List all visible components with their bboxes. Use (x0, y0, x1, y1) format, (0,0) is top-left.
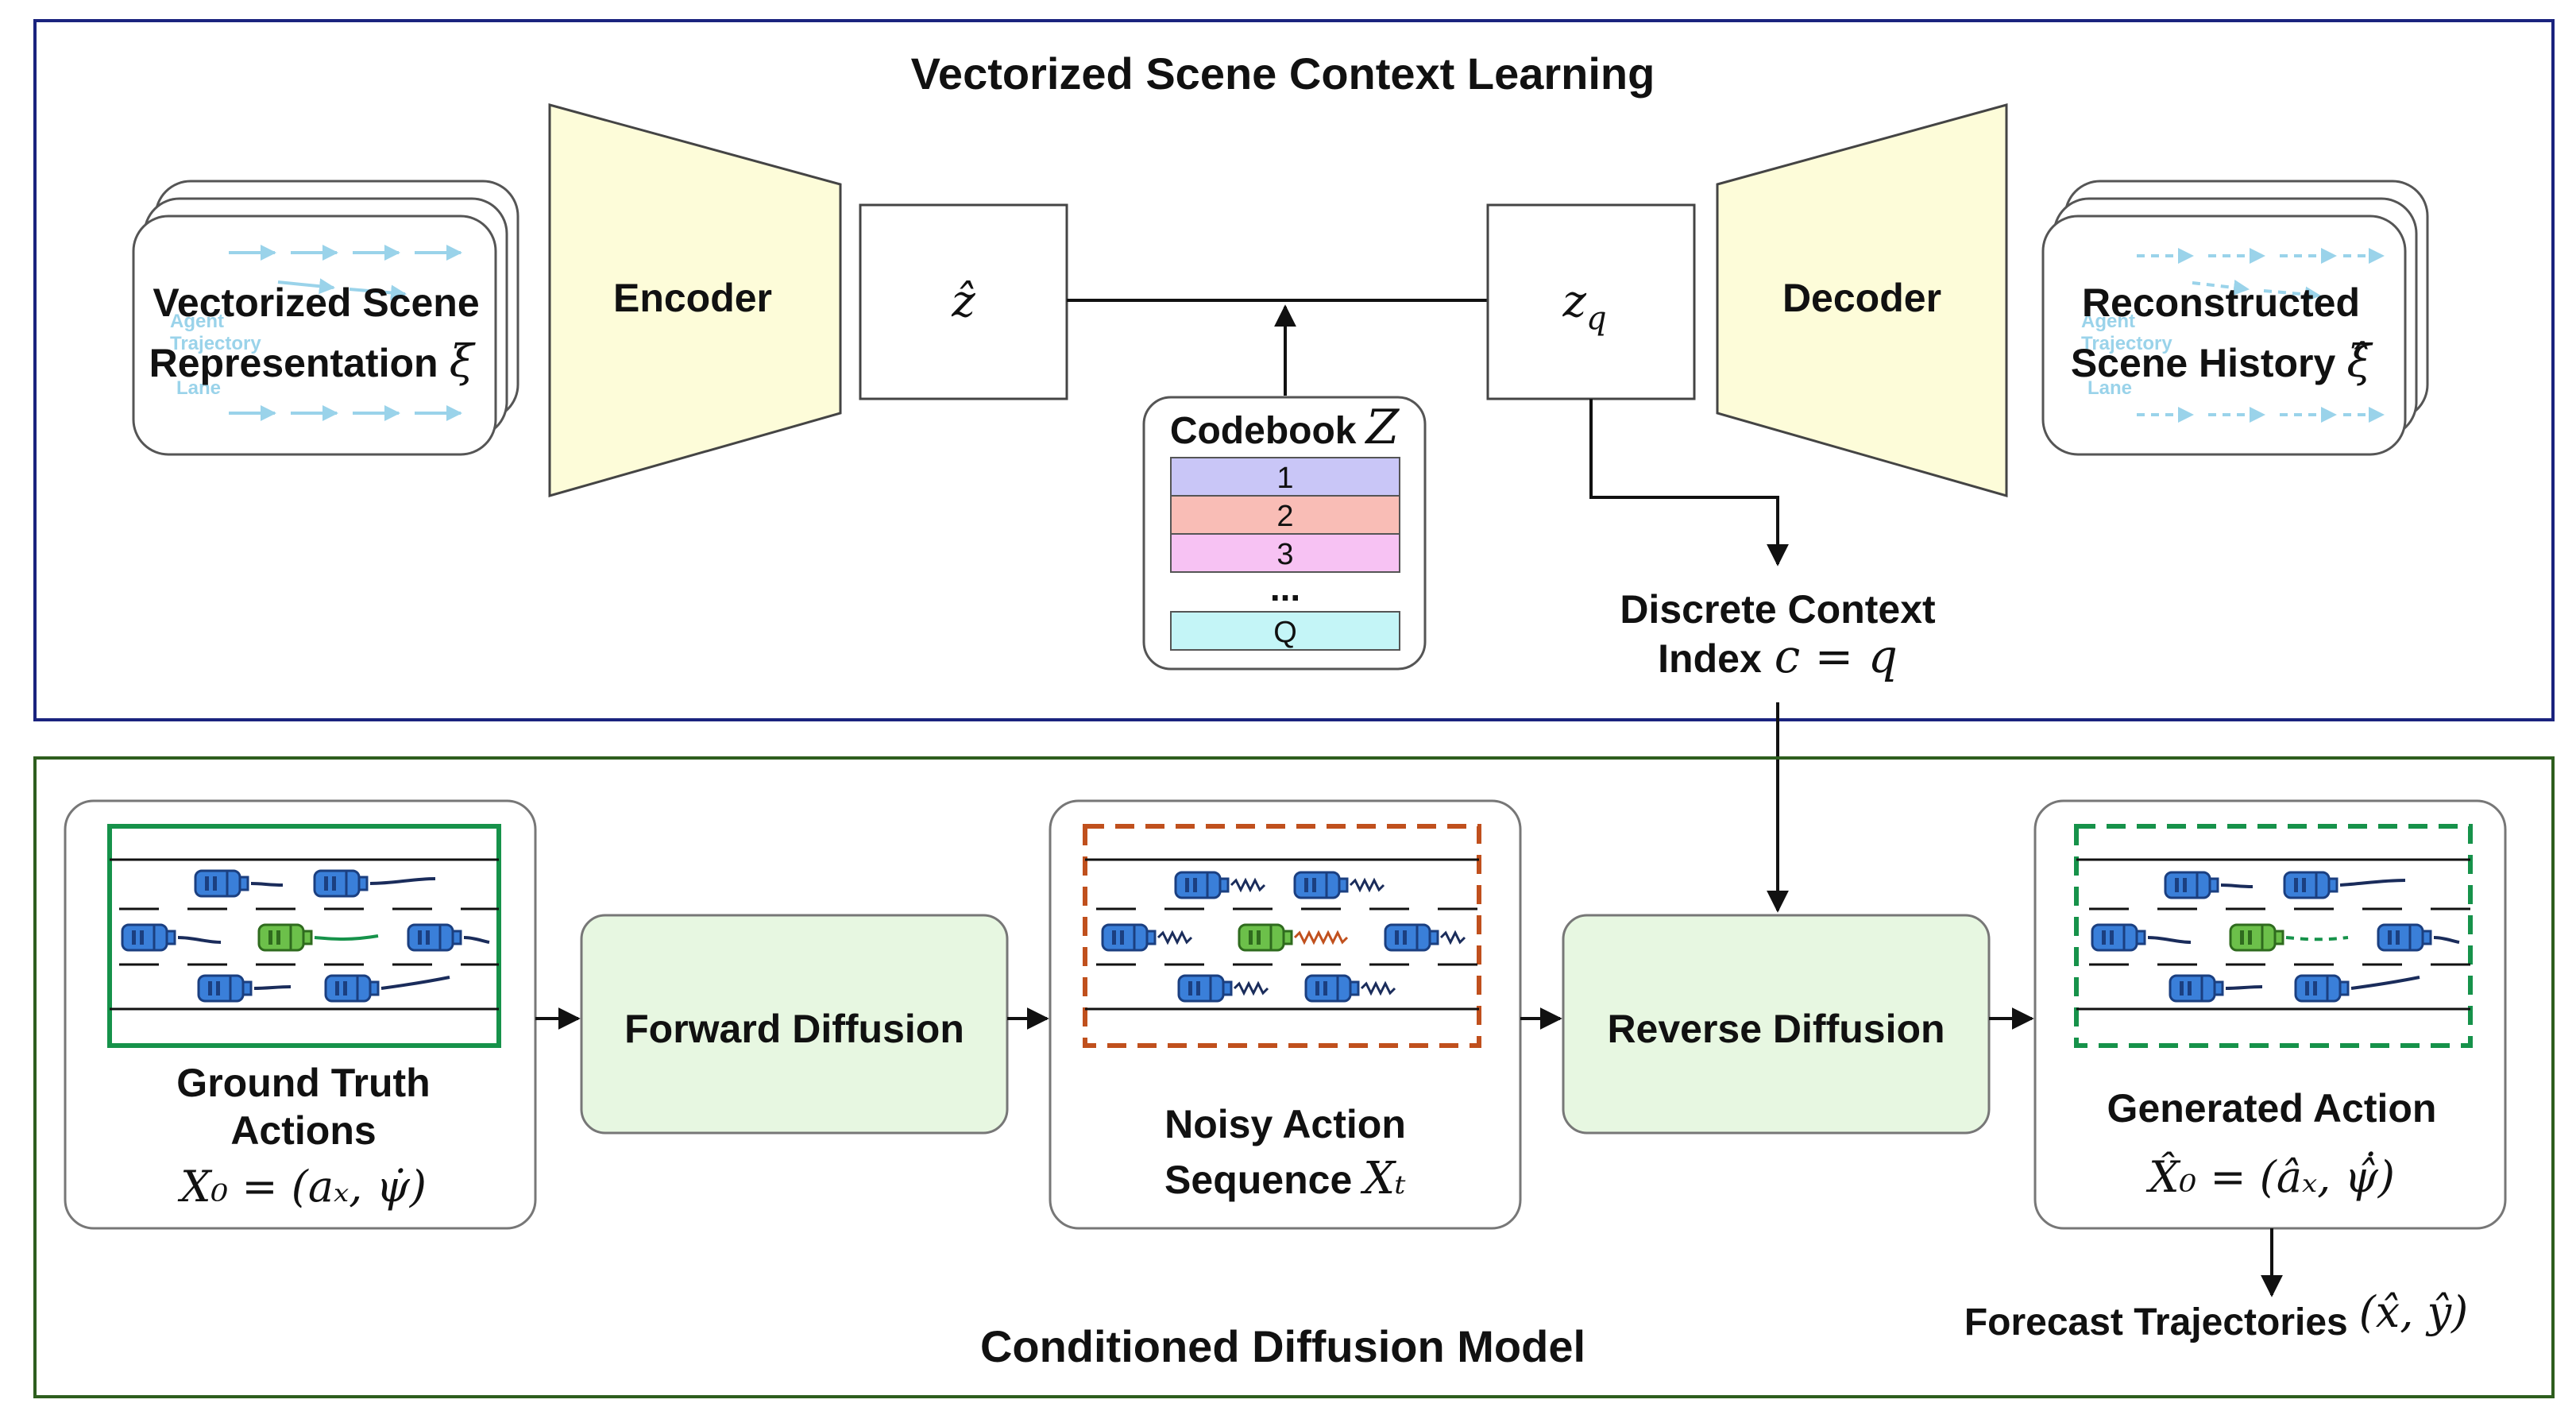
codebook-entry-2 (1170, 495, 1400, 535)
input-card-line1: Vectorized Scene (153, 280, 479, 325)
generated-action-scene (2074, 824, 2473, 1048)
codebook-entry-q (1170, 611, 1400, 651)
noisy-action-line1: Noisy Action (1164, 1102, 1406, 1146)
codebook-entry-3 (1170, 533, 1400, 573)
output-sub-label-lane: Lane (2087, 377, 2132, 399)
output-sub-label-agent: Agent (2081, 311, 2135, 332)
forecast-trajectories-label: Forecast Trajectories(x̂, ŷ) (1964, 1287, 2468, 1343)
top-panel-border (33, 19, 2555, 721)
codebook-entry-2-label: 2 (1276, 500, 1293, 533)
output-card-line1: Reconstructed (2082, 280, 2360, 325)
codebook-entry-3-label: 3 (1276, 538, 1293, 571)
ground-truth-formula: X₀ = (aₓ, ψ̇) (177, 1162, 427, 1212)
codebook-ellipsis: ... (1270, 567, 1300, 609)
reconstructed-scene-card: Agent Trajectory Lane Reconstructed Scen… (2041, 180, 2429, 456)
input-sub-label-agent: Agent (170, 311, 224, 332)
codebook-entry-1-label: 1 (1276, 462, 1293, 495)
encoder-label: Encoder (613, 276, 772, 320)
z-hat-box (859, 203, 1068, 400)
output-sub-label-trajectory: Trajectory (2081, 333, 2172, 354)
bottom-panel-border (33, 756, 2555, 1398)
z-q-label: zq (1562, 276, 1606, 337)
encoder-block (548, 103, 842, 497)
noisy-action-scene (1083, 824, 1481, 1048)
z-q-box (1486, 203, 1696, 400)
bottom-panel-title: Conditioned Diffusion Model (980, 1321, 1585, 1371)
codebook-entry-1 (1170, 457, 1400, 497)
generated-action-line1: Generated Action (2107, 1086, 2437, 1131)
context-index-line1: Discrete Context (1620, 587, 1936, 632)
ground-truth-scene (107, 824, 501, 1048)
vectorized-scene-card: Agent Trajectory Lane Vectorized Scene R… (132, 180, 519, 456)
forward-diffusion-block (580, 914, 1009, 1135)
top-panel-title: Vectorized Scene Context Learning (911, 48, 1655, 99)
ground-truth-line2: Actions (230, 1108, 376, 1153)
codebook-entry-q-label: Q (1273, 616, 1297, 649)
z-hat-label: ẑ (951, 276, 975, 327)
generated-action-formula: X̂₀ = (âₓ, ψ̂̇) (2145, 1151, 2395, 1202)
forward-diffusion-label: Forward Diffusion (624, 1007, 964, 1051)
ground-truth-line1: Ground Truth (176, 1061, 430, 1105)
reverse-diffusion-label: Reverse Diffusion (1607, 1007, 1945, 1051)
reverse-diffusion-block (1562, 914, 1991, 1135)
zq-to-context-arrow (1589, 399, 1789, 566)
input-sub-label-trajectory: Trajectory (170, 333, 261, 354)
decoder-block (1716, 103, 2008, 497)
decoder-label: Decoder (1782, 276, 1941, 320)
input-sub-label-lane: Lane (176, 377, 221, 399)
